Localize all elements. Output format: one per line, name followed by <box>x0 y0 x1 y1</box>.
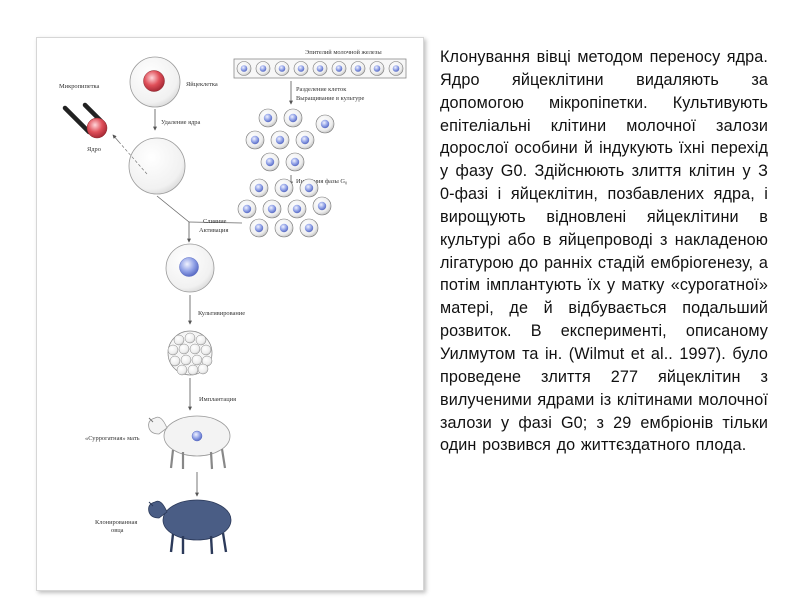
cultured-cells <box>245 108 335 172</box>
cloned-sheep <box>148 499 232 555</box>
cloning-diagram: Яйцеклетка Эпителий молочной железы М <box>36 37 424 591</box>
label-nucleus: Ядро <box>87 146 101 153</box>
embryo <box>167 330 213 376</box>
egg-cell <box>129 56 181 108</box>
label-fusion: Слияние <box>203 218 227 225</box>
label-epithelium: Эпителий молочной железы <box>305 49 382 56</box>
label-g0-induction: Индукция фазы G₀ <box>296 178 347 185</box>
label-nucleus-removal: Удаление ядра <box>161 119 200 126</box>
label-activation: Активация <box>199 227 228 234</box>
label-surrogate-mother: «Суррогатная» мать <box>85 435 140 442</box>
label-culture-growth: Выращивание в культуре <box>296 95 364 102</box>
label-cloned-sheep-line1: Клонированная <box>95 519 137 526</box>
surrogate-sheep <box>148 415 231 470</box>
label-implantation: Имплантация <box>199 396 236 403</box>
label-cloned-sheep-line2: овца <box>111 527 124 534</box>
micropipette <box>62 102 108 139</box>
cloning-diagram-svg: Яйцеклетка Эпителий молочной железы М <box>59 49 407 555</box>
g0-cells <box>237 178 332 238</box>
description-text: Клонування вівці методом переносу ядра. … <box>440 48 768 455</box>
epithelium-cells <box>236 61 404 76</box>
enucleated-egg <box>128 137 186 195</box>
epithelium-row <box>233 58 407 79</box>
reconstructed-egg <box>165 243 215 293</box>
label-cultivation: Культивирование <box>198 310 245 317</box>
label-micropipette: Микропипетка <box>59 83 99 90</box>
label-egg-cell: Яйцеклетка <box>186 81 218 88</box>
label-cell-division: Разделение клеток <box>296 86 347 93</box>
fusion-lines <box>156 195 243 243</box>
